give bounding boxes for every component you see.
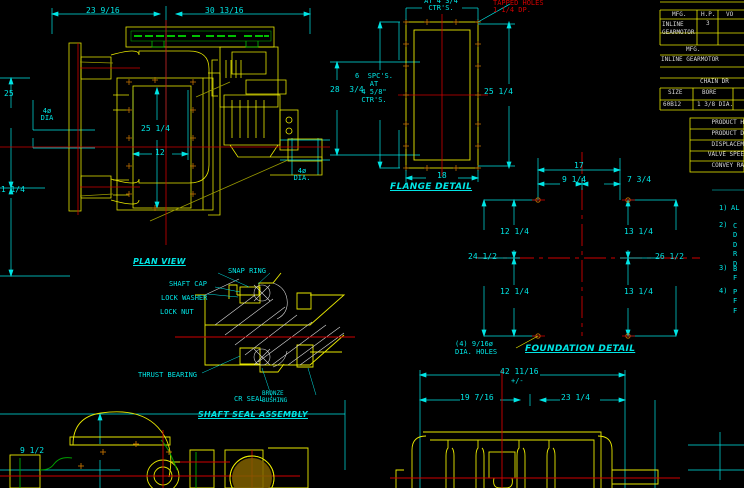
dim-flange-inner-height: 25 1/4 [484, 87, 513, 96]
front-view-geometry [0, 370, 744, 488]
view-title-plan: PLAN VIEW [133, 257, 186, 266]
title-header-gearbox-mfg: MFG. [686, 46, 701, 53]
note-ctrs-top: AT 4 3/4 CTR'S. [424, 0, 458, 12]
dim-plan-left-lower: 21 1/4 [0, 185, 25, 194]
dim-plan-inner-horizontal: 12 [155, 148, 165, 157]
spec-row-product-d: PRODUCT D [711, 130, 744, 137]
dim-front-overall: 42 11/16 [500, 367, 539, 376]
title-header-size: SIZE [668, 89, 683, 96]
label-cr-seal: CR SEAL [234, 395, 264, 403]
foundation-detail-geometry [476, 152, 700, 349]
dim-found-left-total: 24 1/2 [468, 252, 497, 261]
shaft-seal-geometry [175, 272, 355, 399]
dim-plan-top-left: 23 9/16 [86, 6, 120, 15]
plan-centerlines [0, 20, 330, 245]
dim-found-left-lower: 12 1/4 [500, 287, 529, 296]
title-value-gearbox-mfg: INLINE GEARMOTOR [661, 56, 719, 63]
note-tapped-holes: TAPPED HOLES 1 1/4 DP. [493, 0, 544, 14]
note-index-4: 4) [719, 287, 728, 295]
shaft-seal-leaders [201, 272, 317, 399]
plan-leaders [79, 61, 289, 222]
label-snap-ring: SNAP RING [228, 267, 266, 275]
note-port-dia-left: 4ø DIA [40, 107, 54, 122]
title-value-size: 60B12 [663, 101, 682, 108]
label-thrust-bearing: THRUST BEARING [138, 371, 198, 379]
label-bronze-bushing: BRONZE BUSHING [262, 390, 288, 405]
title-header-bore: BORE [702, 89, 717, 96]
label-shaft-cap: SHAFT CAP [169, 280, 207, 288]
title-value-motor-mfg: INLINE GEARMOTOR [662, 21, 695, 36]
view-title-shaft-seal: SHAFT SEAL ASSEMBLY [198, 410, 308, 419]
dim-found-top-right: 7 3/4 [627, 175, 652, 184]
note-text-4: P F F [733, 288, 738, 315]
note-spc-ctrs: 6 SPC'S. AT 4 5/8" CTR'S. [355, 72, 393, 105]
plan-bolt-marks [126, 77, 196, 211]
dim-flange-overall-height: 28 3/4 [330, 85, 364, 94]
dim-plan-left-upper: 25 [4, 89, 14, 98]
title-value-hp: 3 [706, 20, 710, 27]
label-lock-washer: LOCK WASHER [161, 294, 208, 302]
note-index-3: 3) [719, 264, 728, 272]
dim-found-left-upper: 12 1/4 [500, 227, 529, 236]
title-header-hp: H.P. [701, 11, 716, 18]
dim-found-top-left: 9 1/4 [562, 175, 587, 184]
note-port-dia-right: 4ø DIA. [293, 167, 311, 182]
label-lock-nut: LOCK NUT [160, 308, 194, 316]
dim-front-tolerance: +/- [511, 377, 524, 385]
spec-row-valve-speed: VALVE SPEE [707, 151, 744, 158]
note-index-2: 2) [719, 221, 728, 229]
dim-plan-inner-vertical: 25 1/4 [141, 124, 170, 133]
note-index-1: 1) [719, 204, 728, 212]
view-title-foundation: FOUNDATION DETAIL [525, 344, 636, 354]
title-block-frame [659, 1, 744, 173]
dim-found-right-total: 26 1/2 [655, 252, 684, 261]
flange-detail-geometry [377, 3, 515, 182]
view-title-flange: FLANGE DETAIL [390, 182, 473, 192]
dim-found-right-upper: 13 1/4 [624, 227, 653, 236]
plan-view-body [68, 26, 323, 216]
dim-front-left: 19 7/16 [460, 393, 494, 402]
dim-found-right-lower: 13 1/4 [624, 287, 653, 296]
dim-front-right: 23 1/4 [561, 393, 590, 402]
title-header-volts: VO [726, 11, 734, 18]
note-text-1: AL [731, 204, 740, 212]
spec-row-convey-rate: CONVEY RA [711, 162, 744, 169]
plan-hatch-bar [130, 30, 272, 48]
dim-plan-top-right: 30 13/16 [205, 6, 244, 15]
spec-row-displacement: DISPLACEM [711, 141, 744, 148]
dim-front-bottom-left: 9 1/2 [20, 446, 45, 455]
title-header-chain-drive: CHAIN DR [700, 78, 729, 85]
note-text-3: B F [733, 265, 738, 283]
note-foundation-holes: (4) 9/16ø DIA. HOLES [455, 340, 498, 357]
note-text-2: C D D R D [733, 222, 738, 268]
dim-flange-width: 18 [437, 171, 447, 180]
title-value-bore: 1 3/8 DIA. [697, 101, 734, 108]
dimension-lines [0, 6, 420, 278]
spec-row-product-h: PRODUCT H [711, 119, 744, 126]
title-header-mfg: MFG. [672, 11, 687, 18]
dim-found-top-overall: 17 [574, 161, 584, 170]
